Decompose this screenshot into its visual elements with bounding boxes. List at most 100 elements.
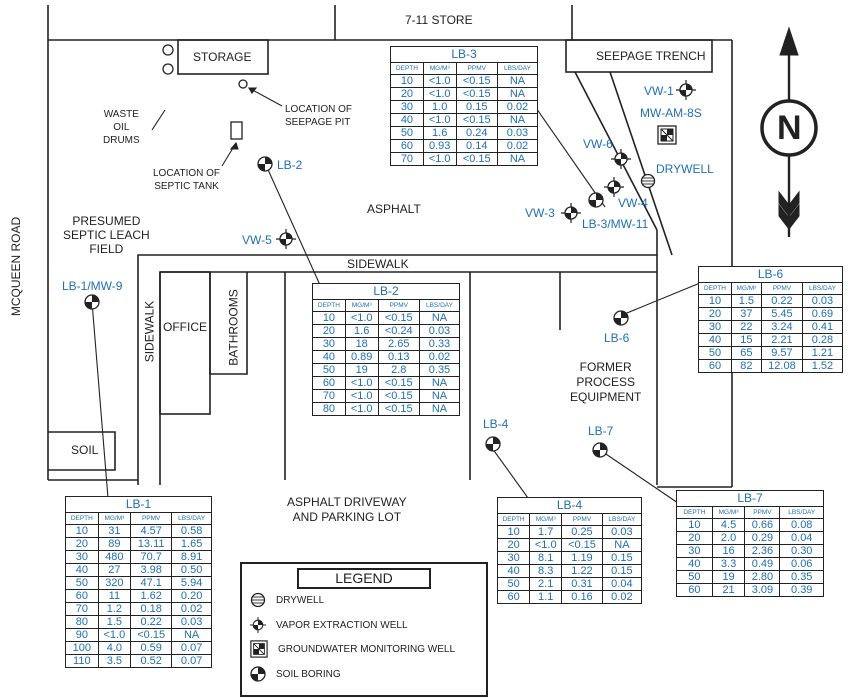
table-cell: 70 [391,152,424,165]
table-cell: 47.1 [130,576,173,590]
soil-boring-icon [250,666,266,682]
table-cell: 50 [313,363,346,377]
table-cell: 1.0 [422,100,457,114]
column-header: LBS/DAY [171,513,211,525]
table-cell: 60 [498,590,531,603]
table-cell: 0.18 [130,602,173,616]
table-title: LB-4 [498,498,641,514]
table-cell: 0.31 [561,577,603,591]
column-header: DEPTH [677,507,713,519]
table-cell: 0.69 [801,307,842,321]
column-header: PPMV [760,283,803,295]
table-cell: NA [418,402,459,415]
table-cell: 0.25 [561,525,603,539]
table-cell: 89 [97,537,132,551]
soil-boring-lb3-symbol [588,192,604,208]
legend-item-groundwater-well: GROUNDWATER MONITORING WELL [250,640,455,658]
well-label-lb2: LB-2 [277,158,303,172]
table-cell: 1.5 [97,615,132,629]
table-cell: 12.08 [760,359,803,372]
table-cell: <1.0 [97,628,132,642]
table-cell: 65 [730,346,762,360]
table-cell: <1.0 [529,538,563,552]
table-cell: <0.15 [455,113,498,127]
table-cell: 10 [498,525,531,539]
column-header: DEPTH [391,63,424,75]
table-cell: 50 [391,126,424,140]
table-cell: 0.66 [744,518,781,532]
well-label-vw5: VW-5 [242,233,272,247]
table-cell: NA [496,74,537,88]
table-cell: 19 [711,570,746,584]
table-cell: <1.0 [422,74,457,88]
table-cell: 0.30 [779,544,823,558]
well-label-lb6: LB-6 [604,331,630,345]
table-cell: 0.07 [171,641,211,655]
table-cell: 0.14 [455,139,498,153]
legend-item-drywell: DRYWELL [250,592,324,608]
column-header: LBS/DAY [779,507,823,519]
table-cell: 60 [677,583,713,596]
table-cell: <0.15 [455,74,498,88]
table-cell: 30 [66,550,99,564]
table-cell: 480 [97,550,132,564]
table-cell: 2.21 [760,333,803,347]
column-header: PPMV [455,63,498,75]
table-cell: 37 [730,307,762,321]
table-cell: 40 [699,333,732,347]
asphalt-label: ASPHALT [367,202,421,216]
table-cell: 30 [699,320,732,334]
table-cell: NA [418,389,459,403]
table-title: LB-2 [313,284,459,300]
column-header: MG/M³ [529,514,563,526]
column-header: DEPTH [498,514,531,526]
legend-title: LEGEND [297,568,431,589]
table-cell: 2.65 [377,337,420,351]
table-cell: 1.52 [801,359,842,372]
well-label-vw6: VW-6 [583,137,613,151]
vapor-well-vw5-symbol [276,229,296,249]
column-header: PPMV [130,513,173,525]
vapor-extraction-well-icon [250,617,266,633]
north-label: N [777,109,802,147]
table-cell: NA [418,376,459,390]
table-cell: 0.29 [744,531,781,545]
table-cell: 0.20 [171,589,211,603]
table-cell: 60 [313,376,346,390]
table-cell: 3.09 [744,583,781,596]
sidewalk-vertical-label: SIDEWALK [142,300,157,363]
north-arrow-icon [760,26,818,237]
table-cell: 3.5 [97,654,132,667]
table-cell: 0.15 [601,551,641,565]
well-label-lb1: LB-1/MW-9 [62,279,123,293]
table-cell: 15 [730,333,762,347]
column-header: PPMV [744,507,781,519]
well-label-mwam8s: MW-AM-8S [640,106,702,120]
table-cell: 0.08 [779,518,823,532]
table-title: LB-1 [66,497,211,513]
table-cell: 20 [313,324,346,338]
table-cell: 11 [97,589,132,603]
table-cell: 0.03 [601,525,641,539]
